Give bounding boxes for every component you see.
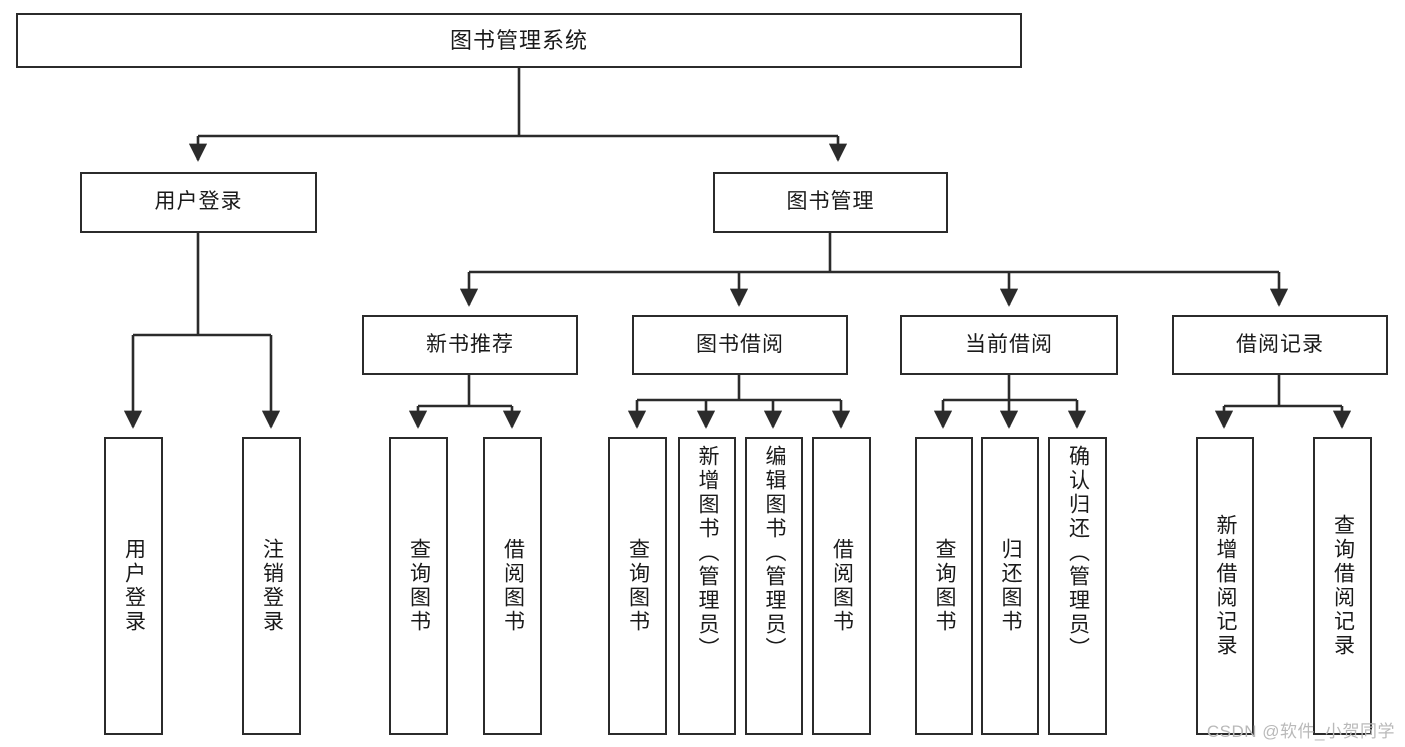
node-label: 借阅记录 — [1236, 332, 1324, 356]
node-leaf-add-book[interactable]: 新增图书（管理员） — [678, 437, 736, 735]
node-label: 当前借阅 — [965, 332, 1053, 356]
node-leaf-confirm-return[interactable]: 确认归还（管理员） — [1048, 437, 1107, 735]
node-leaf-logout-login[interactable]: 注销登录 — [242, 437, 301, 735]
node-user-login[interactable]: 用户登录 — [80, 172, 317, 233]
node-leaf-edit-book[interactable]: 编辑图书（管理员） — [745, 437, 803, 735]
node-leaf-query-book-3[interactable]: 查询图书 — [915, 437, 973, 735]
node-leaf-borrow-book-1[interactable]: 借阅图书 — [483, 437, 542, 735]
csdn-watermark: CSDN @软件_小贺同学 — [1206, 722, 1395, 741]
node-label: 新增借阅记录 — [1214, 514, 1238, 658]
node-leaf-borrow-book-2[interactable]: 借阅图书 — [812, 437, 871, 735]
node-label: 归还图书 — [999, 538, 1023, 634]
node-leaf-add-record[interactable]: 新增借阅记录 — [1196, 437, 1254, 735]
node-root-system[interactable]: 图书管理系统 — [16, 13, 1022, 68]
node-label: 用户登录 — [122, 538, 146, 634]
node-borrow-record[interactable]: 借阅记录 — [1172, 315, 1388, 375]
node-label: 图书管理系统 — [449, 27, 588, 53]
node-label: 查询借阅记录 — [1331, 514, 1355, 658]
node-leaf-user-login[interactable]: 用户登录 — [104, 437, 163, 735]
node-label: 确认归还（管理员） — [1066, 445, 1090, 661]
node-label: 图书借阅 — [696, 332, 784, 356]
node-current-borrow[interactable]: 当前借阅 — [900, 315, 1118, 375]
node-new-book-recommend[interactable]: 新书推荐 — [362, 315, 578, 375]
node-label: 编辑图书（管理员） — [763, 445, 787, 661]
node-label: 查询图书 — [933, 538, 957, 634]
node-label: 图书管理 — [786, 190, 875, 214]
node-book-management[interactable]: 图书管理 — [713, 172, 948, 233]
node-label: 借阅图书 — [501, 538, 525, 634]
node-label: 新增图书（管理员） — [696, 445, 720, 661]
node-leaf-query-book-1[interactable]: 查询图书 — [389, 437, 448, 735]
node-leaf-return-book[interactable]: 归还图书 — [981, 437, 1039, 735]
node-label: 查询图书 — [626, 538, 650, 634]
node-label: 新书推荐 — [426, 332, 514, 356]
node-label: 用户登录 — [154, 190, 243, 214]
node-leaf-query-record[interactable]: 查询借阅记录 — [1313, 437, 1372, 735]
node-leaf-query-book-2[interactable]: 查询图书 — [608, 437, 667, 735]
node-label: 查询图书 — [407, 538, 431, 634]
node-label: 借阅图书 — [830, 538, 854, 634]
node-label: 注销登录 — [260, 538, 284, 634]
node-book-borrow[interactable]: 图书借阅 — [632, 315, 848, 375]
